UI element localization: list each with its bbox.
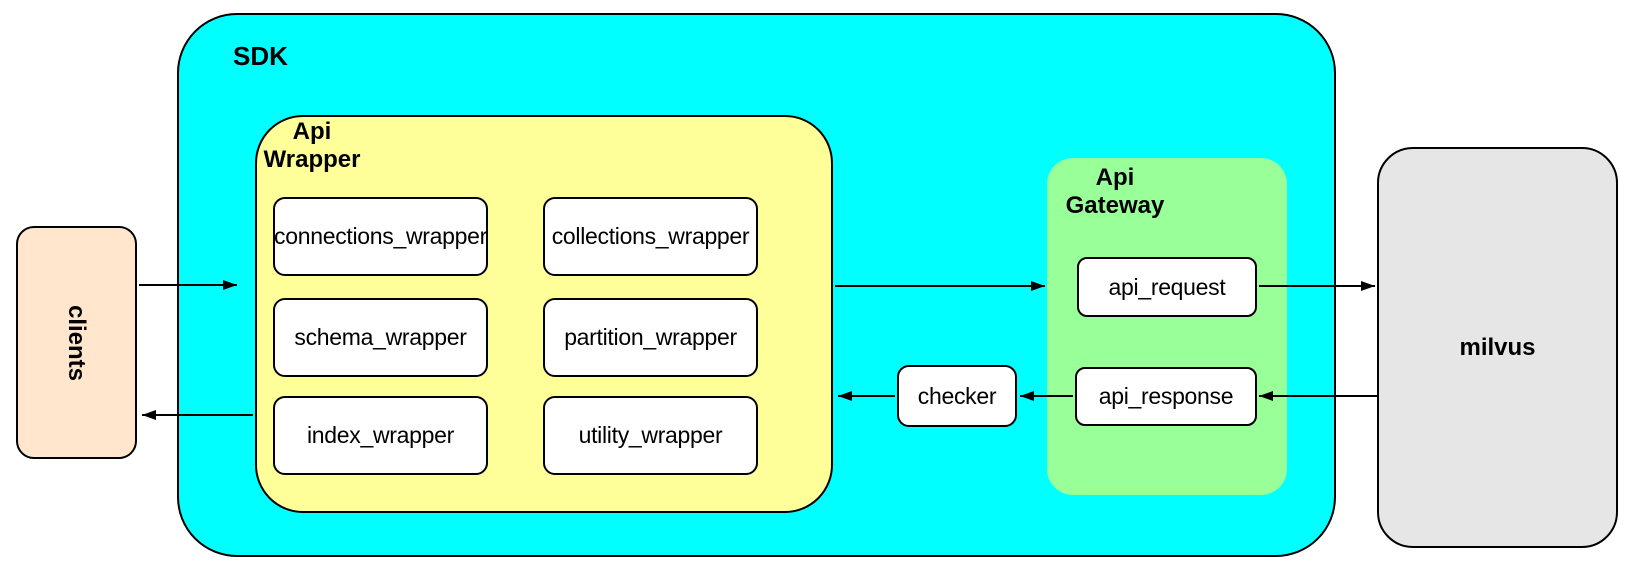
node-label: milvus — [1459, 333, 1536, 361]
node-index-wrapper: index_wrapper — [273, 396, 488, 475]
node-api-response: api_response — [1075, 367, 1257, 426]
node-label: collections_wrapper — [551, 223, 750, 249]
node-label: index_wrapper — [307, 422, 454, 448]
node-label: partition_wrapper — [564, 324, 737, 350]
node-label: schema_wrapper — [294, 324, 467, 350]
node-connections-wrapper: connections_wrapper — [273, 197, 488, 276]
node-label: api_response — [1098, 383, 1234, 409]
node-utility-wrapper: utility_wrapper — [543, 396, 758, 475]
api-gateway-label: Api Gateway — [1065, 164, 1165, 219]
node-partition-wrapper: partition_wrapper — [543, 298, 758, 377]
node-schema-wrapper: schema_wrapper — [273, 298, 488, 377]
node-clients: clients — [16, 226, 137, 459]
node-collections-wrapper: collections_wrapper — [543, 197, 758, 276]
node-milvus: milvus — [1377, 147, 1618, 548]
node-checker: checker — [897, 365, 1017, 427]
node-label: clients — [63, 304, 91, 381]
node-label: utility_wrapper — [578, 422, 723, 448]
api-gateway-container — [1047, 158, 1287, 495]
node-label: api_request — [1108, 273, 1226, 300]
node-api-request: api_request — [1077, 257, 1257, 317]
node-label: checker — [917, 382, 997, 409]
node-label: connections_wrapper — [274, 223, 487, 249]
api-wrapper-label: Api Wrapper — [263, 118, 361, 173]
sdk-label: SDK — [233, 41, 288, 71]
